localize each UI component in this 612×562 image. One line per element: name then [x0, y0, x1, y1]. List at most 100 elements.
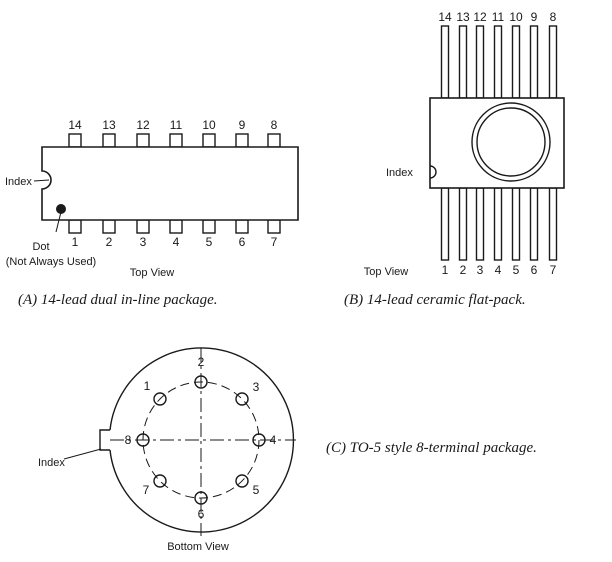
to5-pin-label: 7	[143, 483, 150, 497]
to5-index-label: Index	[38, 457, 65, 469]
to5-pin-label: 6	[198, 507, 205, 521]
dip-top-pin-label: 8	[271, 118, 278, 132]
to5-pin-label: 2	[198, 355, 205, 369]
flatpack-bottom-pin-label: 2	[460, 263, 467, 277]
flatpack-top-pin-label: 11	[492, 10, 505, 24]
to5-pin-circle	[142, 381, 260, 499]
flatpack-top-pin-label: 12	[473, 10, 487, 24]
to5-pin	[136, 433, 150, 447]
dip-bottom-pin-label: 3	[140, 235, 147, 249]
flatpack-top-pin-label: 10	[509, 10, 523, 24]
dip-bottom-pin	[136, 219, 150, 234]
dip-bottom-pin	[169, 219, 183, 234]
dip-bottom-pin	[102, 219, 116, 234]
to5-index-tab	[99, 429, 110, 451]
dip-top-pin-label: 12	[136, 118, 150, 132]
dip-index-pointer	[33, 179, 50, 182]
to5-index-pointer	[63, 448, 102, 460]
dip-bottom-pin-label: 2	[106, 235, 113, 249]
dip-top-pin	[136, 133, 150, 148]
dip-top-pin	[235, 133, 249, 148]
dip-bottom-pin	[68, 219, 82, 234]
dip-caption: (A) 14-lead dual in-line package.	[18, 292, 218, 308]
to5-pins: 1 2 3 4 5 6 7 8	[125, 355, 277, 521]
to5-case-outline	[109, 347, 295, 533]
dip-top-pin-label: 14	[68, 118, 82, 132]
flatpack-index-label: Index	[386, 167, 413, 179]
flatpack-bottom-lead	[475, 187, 485, 261]
dip-top-pin-label: 9	[239, 118, 246, 132]
flatpack-top-lead	[458, 25, 468, 99]
dip-dot-note: (Not Always Used)	[6, 256, 96, 268]
dip-body	[41, 146, 299, 221]
dip-top-pin-label: 11	[170, 118, 183, 132]
to5-pin	[235, 474, 249, 488]
dip-index-label: Index	[5, 176, 32, 188]
flatpack-top-lead	[529, 25, 539, 99]
dip-top-pin	[267, 133, 281, 148]
to5-pin-label: 3	[253, 380, 260, 394]
dip-dot-label: Dot	[32, 241, 49, 253]
to5-pin	[252, 433, 266, 447]
flatpack-top-lead	[475, 25, 485, 99]
flatpack-bottom-pin-label: 7	[550, 263, 557, 277]
flatpack-lid-inner	[476, 107, 546, 177]
dip-bottom-pin	[202, 219, 216, 234]
to5-pin	[194, 491, 208, 505]
dip-bottom-pin-label: 6	[239, 235, 246, 249]
flatpack-bottom-pin-label: 1	[442, 263, 449, 277]
dip-dot	[56, 204, 66, 214]
dip-bottom-pin-label: 4	[173, 235, 180, 249]
dip-view-label: Top View	[130, 267, 174, 279]
dip-top-pin	[68, 133, 82, 148]
dip-dot-pointer	[55, 211, 62, 233]
to5-pin-label: 5	[253, 483, 260, 497]
to5-caption: (C) TO-5 style 8-terminal package.	[326, 440, 537, 456]
to5-pin	[153, 392, 167, 406]
dip-bottom-pin	[235, 219, 249, 234]
flatpack-top-pin-label: 13	[456, 10, 470, 24]
to5-pin-label: 1	[144, 379, 151, 393]
dip-bottom-pin	[267, 219, 281, 234]
flatpack-index-notch	[429, 165, 437, 179]
flatpack-top-lead	[511, 25, 521, 99]
to5-pin	[194, 375, 208, 389]
dip-top-pin	[169, 133, 183, 148]
flatpack-view-label: Top View	[364, 266, 408, 278]
flatpack-bottom-lead	[440, 187, 450, 261]
flatpack-top-pin-label: 14	[438, 10, 452, 24]
to5-pin-label: 4	[270, 433, 277, 447]
dip-bottom-pin-label: 7	[271, 235, 278, 249]
dip-top-pins: 14 13 12 11 10 9 8	[68, 118, 281, 148]
flatpack-lid-outer	[471, 102, 551, 182]
flatpack-bottom-lead	[529, 187, 539, 261]
flatpack-bottom-lead	[548, 187, 558, 261]
to5-pin	[235, 392, 249, 406]
dip-top-pin-label: 10	[202, 118, 216, 132]
flatpack-top-lead	[440, 25, 450, 99]
flatpack-bottom-lead	[511, 187, 521, 261]
flatpack-bottom-pin-label: 3	[477, 263, 484, 277]
dip-bottom-pin-label: 1	[72, 235, 79, 249]
flatpack-bottom-pin-label: 6	[531, 263, 538, 277]
flatpack-bottom-pin-label: 4	[495, 263, 502, 277]
flatpack-bottom-lead	[458, 187, 468, 261]
dip-top-pin-label: 13	[102, 118, 116, 132]
flatpack-top-pin-label: 9	[531, 10, 538, 24]
flatpack-top-pin-label: 8	[550, 10, 557, 24]
to5-view-label: Bottom View	[167, 541, 229, 553]
to5-pin	[153, 474, 167, 488]
flatpack-top-lead	[548, 25, 558, 99]
flatpack-top-lead	[493, 25, 503, 99]
flatpack-bottom-lead	[493, 187, 503, 261]
flatpack-caption: (B) 14-lead ceramic flat-pack.	[344, 292, 526, 308]
dip-top-pin	[202, 133, 216, 148]
to5-package: 1 2 3 4 5 6 7 8 Index Bottom View (C) TO-5 styl…	[38, 347, 537, 553]
to5-pin-label: 8	[125, 433, 132, 447]
